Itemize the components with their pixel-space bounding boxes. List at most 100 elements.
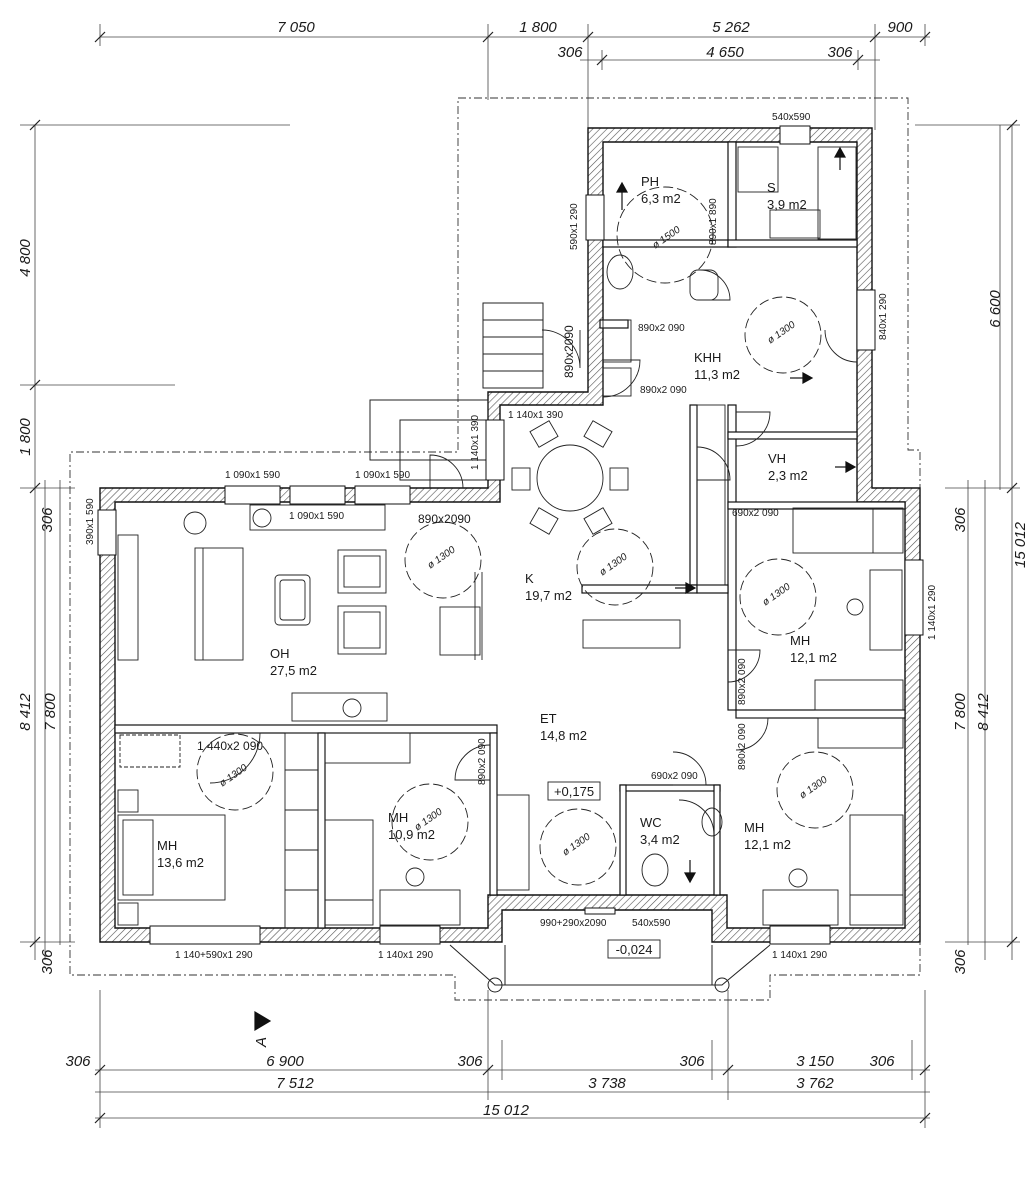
dimension-labels: 7 050 1 800 5 262 900 306 4 650 306 4 80… <box>17 19 1029 1119</box>
opening-6: 840x1 290 <box>878 293 889 340</box>
dim-bottom-306c: 306 <box>679 1053 705 1070</box>
room-wc-code: WC <box>640 815 662 830</box>
opening-11: 1 090x1 590 <box>289 511 344 522</box>
dim-right-6600: 6 600 <box>987 290 1004 328</box>
opening-15: 1 140x1 290 <box>927 585 938 640</box>
opening-17: 890x2 090 <box>737 723 748 770</box>
dim-bottom-7512: 7 512 <box>276 1075 314 1092</box>
dim-left-1800: 1 800 <box>17 418 34 456</box>
section-label: A <box>253 1037 270 1048</box>
circle-label-oh: ø 1300 <box>426 544 458 571</box>
opening-labels: 540x590 590x1 290 890x1 890 890x2 090 89… <box>85 112 938 961</box>
opening-10: 1 090x1 590 <box>355 470 410 481</box>
opening-24: 1 140x1 290 <box>378 950 433 961</box>
interior-walls <box>114 141 906 929</box>
windows <box>97 125 924 945</box>
circle-label-mh3: ø 1300 <box>218 762 250 789</box>
circle-label-k: ø 1300 <box>598 551 630 578</box>
flow-arrows <box>254 146 857 1032</box>
room-mh1-area: 12,1 m2 <box>790 650 837 665</box>
room-ph-code: PH <box>641 174 659 189</box>
opening-8: 1 140x1 390 <box>470 415 481 470</box>
room-ph-area: 6,3 m2 <box>641 191 681 206</box>
opening-9: 1 090x1 590 <box>225 470 280 481</box>
exterior-walls <box>99 127 921 943</box>
doors <box>209 269 858 836</box>
dim-bottom-3150: 3 150 <box>796 1053 834 1070</box>
dim-bottom-3762: 3 762 <box>796 1075 834 1092</box>
level-marks: +0,175 -0,024 <box>547 781 661 959</box>
entry-porch <box>369 302 771 993</box>
room-mh1-code: MH <box>790 633 810 648</box>
opening-18: 1 440x2 090 <box>197 739 263 753</box>
room-khh-code: KHH <box>694 350 721 365</box>
room-vh-code: VH <box>768 451 786 466</box>
opening-19: 890x2 090 <box>477 738 488 785</box>
room-s-code: S <box>767 180 776 195</box>
opening-0: 540x590 <box>772 112 811 123</box>
dim-bottom-6900: 6 900 <box>266 1053 304 1070</box>
room-k-code: K <box>525 571 534 586</box>
dim-right-15012: 15 012 <box>1012 521 1029 568</box>
opening-22: 540x590 <box>632 918 671 929</box>
dim-left-7800: 7 800 <box>42 693 59 731</box>
dim-top2-306b: 306 <box>827 44 853 61</box>
room-s-area: 3,9 m2 <box>767 197 807 212</box>
room-mh4-area: 10,9 m2 <box>388 827 435 842</box>
circle-label-khh: ø 1300 <box>766 319 798 346</box>
opening-13: 890x2090 <box>418 512 471 526</box>
opening-4: 890x2 090 <box>640 385 687 396</box>
circle-label-mh5: ø 1300 <box>798 774 830 801</box>
dim-top-5262: 5 262 <box>712 19 750 36</box>
room-khh-area: 11,3 m2 <box>694 367 740 382</box>
room-mh4-code: MH <box>388 810 408 825</box>
dim-left-306b: 306 <box>39 949 56 975</box>
dimension-ticks <box>29 31 1018 1124</box>
dim-bottom-306b: 306 <box>457 1053 483 1070</box>
room-et-code: ET <box>540 711 557 726</box>
room-mh3-code: MH <box>157 838 177 853</box>
room-k-area: 19,7 m2 <box>525 588 572 603</box>
level-outside: -0,024 <box>616 942 653 957</box>
room-et-area: 14,8 m2 <box>540 728 587 743</box>
room-mh5-code: MH <box>744 820 764 835</box>
section-arrow <box>254 1010 272 1032</box>
room-oh-area: 27,5 m2 <box>270 663 317 678</box>
opening-14: 690x2 090 <box>732 508 779 519</box>
dim-left-8412: 8 412 <box>17 693 34 731</box>
opening-5: 890x2090 <box>562 325 576 378</box>
dim-top2-4650: 4 650 <box>706 44 744 61</box>
dim-top-7050: 7 050 <box>277 19 315 36</box>
room-wc-area: 3,4 m2 <box>640 832 680 847</box>
opening-23: 1 140+590x1 290 <box>175 950 253 961</box>
dining-table <box>536 444 604 512</box>
dim-right-306a: 306 <box>952 507 969 533</box>
room-mh3-area: 13,6 m2 <box>157 855 204 870</box>
dim-top-1800: 1 800 <box>519 19 557 36</box>
room-mh5-area: 12,1 m2 <box>744 837 791 852</box>
level-inside: +0,175 <box>554 784 594 799</box>
furniture <box>117 146 904 929</box>
circle-label-et: ø 1300 <box>561 831 593 858</box>
dim-top-900: 900 <box>887 19 913 36</box>
room-labels: PH 6,3 m2 S 3,9 m2 KHH 11,3 m2 VH 2,3 m2… <box>157 174 837 870</box>
opening-2: 890x1 890 <box>708 198 719 245</box>
opening-7: 1 140x1 390 <box>508 410 563 421</box>
dim-left-306a: 306 <box>39 507 56 533</box>
dim-top2-306a: 306 <box>557 44 583 61</box>
opening-20: 690x2 090 <box>651 771 698 782</box>
dim-left-4800: 4 800 <box>17 239 34 277</box>
opening-1: 590x1 290 <box>569 203 580 250</box>
roof-outline <box>69 97 921 1001</box>
opening-21: 990+290x2090 <box>540 918 607 929</box>
opening-12: 390x1 590 <box>85 498 96 545</box>
dim-right-7800: 7 800 <box>952 693 969 731</box>
dim-bottom-3738: 3 738 <box>588 1075 626 1092</box>
room-oh-code: OH <box>270 646 290 661</box>
dimension-lines <box>20 24 1020 1128</box>
dim-right-306b: 306 <box>952 949 969 975</box>
opening-16: 890x2 090 <box>737 658 748 705</box>
opening-25: 1 140x1 290 <box>772 950 827 961</box>
dim-bottom-306a: 306 <box>65 1053 91 1070</box>
